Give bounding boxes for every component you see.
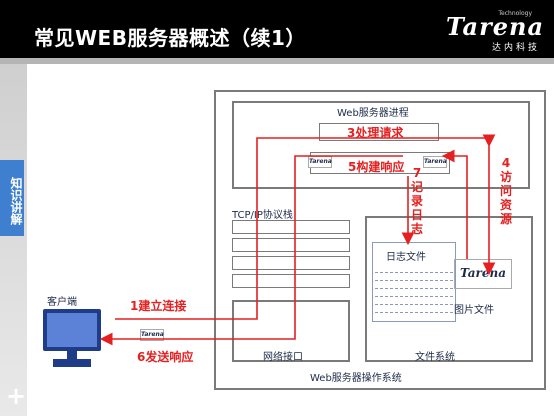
log-line	[375, 312, 453, 313]
header-underline	[0, 58, 554, 64]
page-title: 常见WEB服务器概述（续1）	[34, 26, 306, 50]
log-line	[375, 272, 453, 273]
logo-wordmark: Tarena	[445, 12, 544, 41]
log-line	[375, 280, 453, 281]
tcpip-layer	[232, 274, 350, 288]
log-line	[375, 288, 453, 289]
tarena-logo: Technology Tarena 达内科技	[432, 10, 544, 54]
badge-right: Tarena	[423, 156, 447, 168]
step6-label: 6发送响应	[137, 350, 194, 364]
server-process-label: Web服务器进程	[337, 108, 409, 119]
log-line	[375, 296, 453, 297]
client-label: 客户端	[47, 297, 77, 308]
logo-tagline: Technology	[498, 10, 532, 17]
tcpip-stack-label: TCP/IP协议栈	[232, 210, 293, 221]
server-process-box	[232, 101, 530, 189]
step1-label: 1建立连接	[130, 299, 187, 313]
step7-label: 7记录日志	[410, 166, 423, 236]
filesystem-label: 文件系统	[415, 352, 455, 363]
flow-arrows	[99, 134, 496, 346]
image-file-label: 图片文件	[454, 305, 494, 316]
badge-response: Tarena	[140, 329, 164, 341]
filesystem-box	[365, 216, 533, 362]
side-tab-knowledge[interactable]: 知识讲解	[0, 160, 24, 236]
process-request-box	[319, 123, 439, 141]
network-interface-label: 网络接口	[263, 352, 303, 363]
server-os-box	[214, 90, 546, 390]
tcpip-layer	[232, 220, 350, 234]
logo-subtitle: 达内科技	[491, 43, 540, 53]
arrow-step1	[115, 134, 496, 320]
left-rail	[0, 64, 27, 416]
step3-label: 3处理请求	[347, 126, 404, 140]
server-os-label: Web服务器操作系统	[310, 373, 402, 384]
network-interface-box	[232, 300, 350, 362]
header-bar: 常见WEB服务器概述（续1） Technology Tarena 达内科技	[0, 0, 554, 58]
computer-icon	[43, 309, 101, 367]
tcpip-layer	[232, 238, 350, 252]
arrow-step5	[99, 155, 403, 346]
step5-label: 5构建响应	[348, 160, 405, 174]
step4-label: 4访问资源	[499, 156, 512, 226]
slide-canvas: Web服务器操作系统 Web服务器进程 Tarena Tarena TCP/IP…	[27, 64, 554, 416]
log-file-label: 日志文件	[386, 252, 426, 263]
log-line	[375, 304, 453, 305]
arrow-image-up	[441, 149, 468, 259]
tcpip-layer	[232, 256, 350, 270]
